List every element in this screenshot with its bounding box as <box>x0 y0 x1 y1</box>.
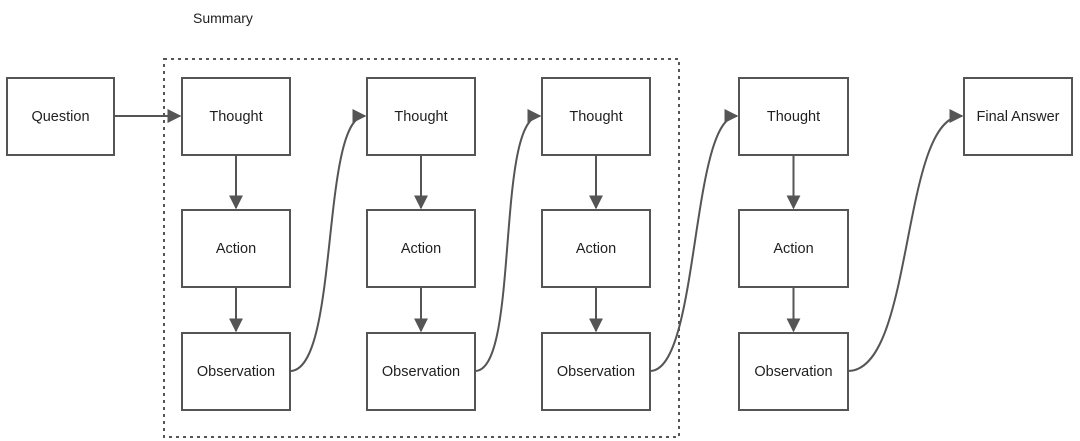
action-label: Action <box>216 241 256 257</box>
arrow-observation-to-final-answer <box>847 109 964 372</box>
action-node-3: Action <box>541 209 651 288</box>
arrow-observation-to-next-thought <box>649 109 739 372</box>
arrow-observation-to-next-thought <box>474 109 542 372</box>
observation-label: Observation <box>382 364 460 380</box>
action-label: Action <box>576 241 616 257</box>
thought-label: Thought <box>394 109 447 125</box>
thought-node-2: Thought <box>366 77 476 156</box>
observation-node-3: Observation <box>541 332 651 411</box>
observation-label: Observation <box>754 364 832 380</box>
action-label: Action <box>773 241 813 257</box>
thought-label: Thought <box>209 109 262 125</box>
question-node: Question <box>6 77 115 156</box>
observation-label: Observation <box>557 364 635 380</box>
action-node-2: Action <box>366 209 476 288</box>
final-answer-label: Final Answer <box>976 109 1059 125</box>
action-node-1: Action <box>181 209 291 288</box>
observation-node-2: Observation <box>366 332 476 411</box>
summary-label: Summary <box>193 10 253 26</box>
arrow-observation-to-next-thought <box>289 109 367 372</box>
final-answer-node: Final Answer <box>963 77 1073 156</box>
action-node-4: Action <box>738 209 849 288</box>
thought-node-1: Thought <box>181 77 291 156</box>
question-label: Question <box>31 109 89 125</box>
action-label: Action <box>401 241 441 257</box>
summary-group-box <box>163 58 680 438</box>
observation-node-4: Observation <box>738 332 849 411</box>
thought-label: Thought <box>767 109 820 125</box>
thought-node-4: Thought <box>738 77 849 156</box>
thought-node-3: Thought <box>541 77 651 156</box>
observation-label: Observation <box>197 364 275 380</box>
thought-label: Thought <box>569 109 622 125</box>
observation-node-1: Observation <box>181 332 291 411</box>
